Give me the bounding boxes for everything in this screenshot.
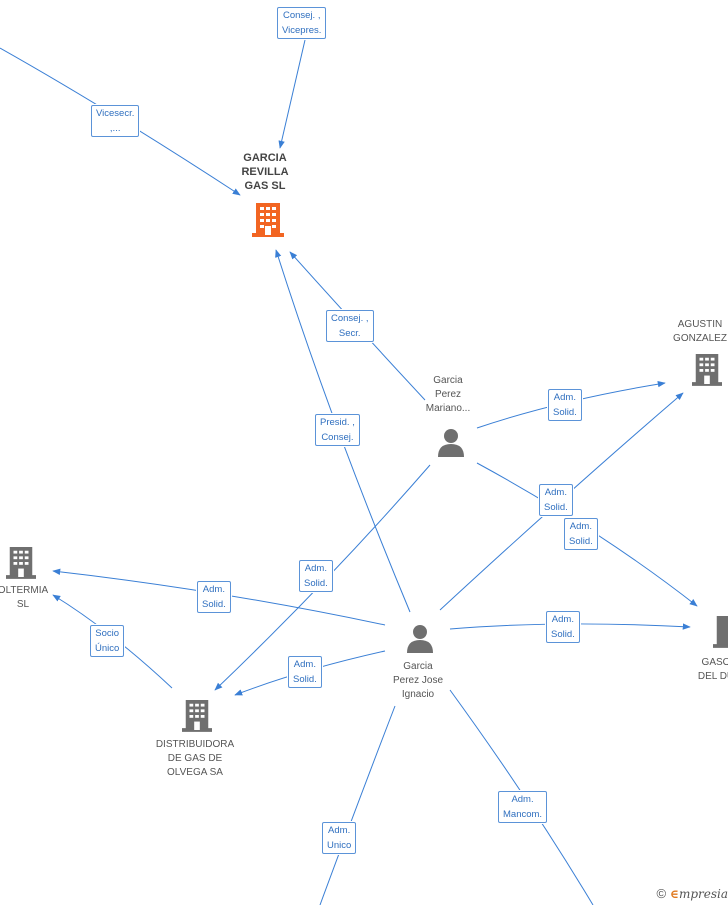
edge-label-vicesecr[interactable]: Vicesecr. ,... <box>91 105 140 137</box>
brand-logo: ©∈mpresia <box>656 886 728 901</box>
edge-jose-to-bottom <box>319 705 396 905</box>
edge-label-adm-solid-mariano-distrib[interactable]: Adm. Solid. <box>299 560 333 592</box>
building-icon <box>252 203 284 237</box>
edge-label-adm-solid-jose-agustin[interactable]: Adm. Solid. <box>539 484 573 516</box>
node-label-agustin[interactable]: AGUSTIN GONZALEZ <box>673 319 727 344</box>
edge-label-adm-solid-jose-distrib[interactable]: Adm. Solid. <box>288 656 322 688</box>
building-icon <box>6 547 36 579</box>
building-icon <box>182 700 212 732</box>
node-label-jose-ignacio[interactable]: Garcia Perez Jose Ignacio <box>392 661 444 700</box>
building-icon-distribuidora[interactable] <box>182 698 212 737</box>
edge-label-adm-unico[interactable]: Adm. Unico <box>322 822 357 854</box>
node-label-oltermia[interactable]: OLTERMIA SL <box>0 585 49 610</box>
edge-label-adm-mancom[interactable]: Adm. Mancom. <box>498 791 548 823</box>
person-icon <box>407 625 433 653</box>
edge-label-adm-solid-mariano-agustin[interactable]: Adm. Solid. <box>548 389 582 421</box>
brand-name: mpresia <box>678 887 728 901</box>
building-icon-agustin[interactable] <box>692 352 722 391</box>
building-icon-oltermia[interactable] <box>6 545 36 584</box>
building-icon-garcia-revilla[interactable] <box>252 201 284 242</box>
edge-label-socio-unico[interactable]: Socio Único <box>90 625 125 657</box>
node-label-distribuidora[interactable]: DISTRIBUIDORA DE GAS DE OLVEGA SA <box>155 739 235 778</box>
edge-label-adm-solid-jose-gaso[interactable]: Adm. Solid. <box>546 611 580 643</box>
building-icon <box>692 354 722 386</box>
edge-top-to-garcia-revilla <box>278 39 306 149</box>
person-icon-mariano[interactable] <box>436 427 466 462</box>
building-icon-gaso[interactable] <box>713 614 728 653</box>
node-label-mariano[interactable]: Garcia Perez Mariano... <box>425 375 471 414</box>
brand-e: ∈ <box>670 887 679 901</box>
copyright-icon: © <box>656 886 667 901</box>
edge-label-adm-solid-mariano-gaso[interactable]: Adm. Solid. <box>564 518 598 550</box>
edge-label-presid-consej[interactable]: Presid. , Consej. <box>315 414 360 446</box>
edge-label-consej-vicepres[interactable]: Consej. , Vicepres. <box>277 7 327 39</box>
person-icon-jose-ignacio[interactable] <box>405 623 435 658</box>
building-icon <box>713 616 728 648</box>
person-icon <box>438 429 464 457</box>
edge-label-adm-solid-jose-oltermia[interactable]: Adm. Solid. <box>197 581 231 613</box>
edge-label-consej-secr[interactable]: Consej. , Secr. <box>326 310 374 342</box>
node-label-gaso[interactable]: GASO DEL DU <box>697 657 728 682</box>
node-label-garcia-revilla[interactable]: GARCIA REVILLA GAS SL <box>241 152 289 192</box>
